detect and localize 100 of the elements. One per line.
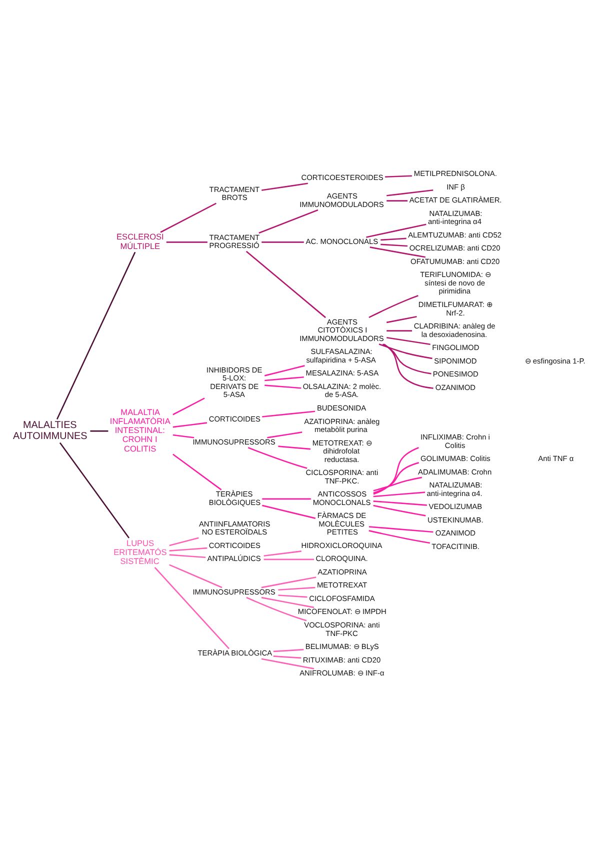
connector (373, 492, 426, 498)
node-text: METOTREXAT (316, 580, 368, 590)
connector (258, 209, 318, 234)
connector (90, 430, 108, 432)
connector (262, 498, 311, 500)
node-text: AZATIOPRINA: anàleg metabòlit purina (304, 416, 380, 434)
node-text: MALALTIES AUTOIMMUNES (13, 420, 88, 442)
node-text: ADALIMUMAB: Crohn (418, 467, 492, 476)
connector (169, 554, 206, 558)
connector (172, 422, 208, 428)
connector (264, 376, 304, 382)
node-text: CLADRIBINA: anàleg de la desoxiadenosina. (414, 322, 496, 339)
node-text: CORTICOESTEROIDES (301, 173, 384, 182)
connector (273, 656, 302, 659)
connector (386, 316, 417, 324)
node-text: GOLIMUMAB: Colitis (420, 454, 490, 464)
node-text: MESALAZINA: 5-ASA (306, 368, 379, 378)
connector (380, 238, 406, 241)
connector (373, 500, 427, 506)
node-text: ANTICOSSOS MONOCLONALS (312, 490, 371, 507)
connector (154, 567, 230, 650)
node-text: INFLIXIMAB: Crohn i Colitis (420, 432, 490, 450)
label: Anti TNF α (538, 454, 574, 464)
connector (278, 446, 311, 450)
node-text: OLSALAZINA: 2 molèc. de 5-ASA. (302, 382, 382, 400)
connector (166, 242, 208, 243)
node-text: LUPUS ERITEMATÓS SISTÈMIC (114, 538, 167, 566)
node-text: AGENTS CITOTÒXICS I IMMUNOMODULADORS (300, 317, 384, 343)
node-text: MICOFENOLAT: ⊖ IMPDH (298, 607, 386, 616)
connector (169, 537, 199, 546)
node-text: NATALIZUMAB: anti-integrina α4 (428, 208, 482, 226)
node-text: TERIFLUNOMIDA: ⊖ síntesi de novo de pirimidina (420, 270, 491, 296)
connector (160, 202, 216, 233)
node-text: IMMUNOSUPRESSORS (192, 437, 276, 446)
connector (366, 224, 426, 238)
node-text: RITUXIMAB: anti CD20 (302, 655, 381, 664)
connector (246, 250, 326, 318)
connector (262, 182, 308, 191)
connector (373, 476, 422, 492)
node-text: CORTICOIDES (208, 414, 260, 424)
connector (373, 446, 419, 495)
connector (278, 594, 308, 598)
connector (378, 343, 432, 360)
node-text: CICLOSPORINA: anti TNF-PKC. (306, 468, 378, 486)
node-text: AGENTS IMMUNOMODULADORS (300, 191, 384, 209)
connector (264, 550, 302, 557)
node-text: OCRELIZUMAB: anti CD20 (409, 244, 500, 253)
node-text: TOFACITINIB. (432, 542, 480, 551)
node-text: TERÀPIA BIOLÒGICA (198, 648, 272, 658)
connector (56, 252, 136, 420)
node-text: ESCLEROSI MÚLTIPLE (116, 232, 164, 251)
connector (261, 658, 314, 670)
node-text: IMMUNOSUPRESSORS (192, 587, 276, 596)
node-text: FÀRMACS DE MOLÈCULES PETITES (317, 511, 366, 537)
node-text: DIMETILFUMARAT: ⊕ Nrf-2. (418, 300, 492, 318)
node-text: ANTIPALÚDICS (207, 554, 261, 564)
connector (373, 462, 420, 494)
node-text: CICLOFOSFAMIDA (309, 594, 375, 603)
connector (169, 564, 222, 588)
connector (246, 596, 307, 622)
node-text: OZANIMOD (435, 528, 476, 538)
connector (262, 410, 316, 418)
node-text: AZATIOPRINA (318, 567, 367, 576)
connector (262, 242, 304, 243)
node-text: TERÀPIES BIOLÒGIQUES (208, 490, 261, 507)
connector (368, 295, 418, 318)
connector (169, 547, 208, 552)
node-text: SULFASALAZINA: sulfapiridina + 5-ASA (306, 347, 376, 364)
connector (386, 330, 412, 332)
connector (380, 244, 408, 247)
node-text: CLOROQUINA. (316, 554, 368, 564)
node-text: SIPONIMOD (434, 356, 477, 366)
node-text: HIDROXICLOROQUINA (301, 540, 382, 550)
node-text: MALALTIA INFLAMATÒRIA INTESTINAL: CROHN I COLITIS (110, 408, 170, 454)
connector (386, 336, 430, 346)
node-text: VEDOLIZUMAB (428, 502, 482, 512)
node-text: METOTREXAT: ⊖ dihidrofolat reductasa. (312, 438, 372, 464)
connector (264, 558, 314, 560)
node-text: PONESIMOD (432, 370, 478, 379)
node-text: INHIBIDORS DE 5-LOX: DERIVATS DE 5-ASA (206, 365, 262, 400)
node-text: TRACTAMENT BROTS (209, 184, 260, 202)
connector (248, 447, 308, 469)
connector (262, 504, 316, 519)
connector (264, 384, 302, 389)
connector (59, 442, 130, 538)
connector (385, 175, 412, 178)
node-text: METILPREDNISOLONA. (414, 169, 497, 178)
node-text: NATALIZUMAB: anti-integrina α4. (426, 480, 482, 498)
connector (261, 576, 316, 588)
connector (368, 530, 430, 544)
node-text: BUDESONIDA (316, 404, 366, 412)
connector (278, 586, 316, 591)
connector (261, 596, 314, 608)
connector (172, 454, 222, 490)
node-text: CORTICOIDES (208, 540, 260, 550)
node-text: FINGOLIMOD (432, 343, 480, 352)
connector (267, 432, 302, 438)
connector (386, 189, 434, 196)
connector (386, 200, 408, 202)
connector (172, 398, 205, 416)
